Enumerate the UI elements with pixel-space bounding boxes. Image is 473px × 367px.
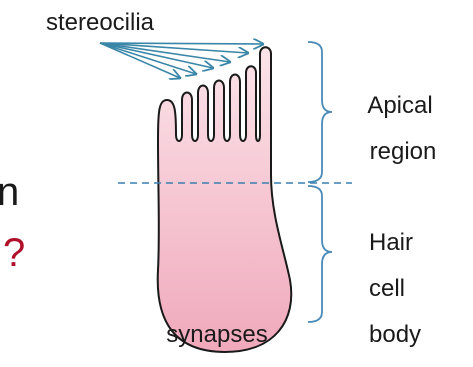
stereocilia-arrow-6 — [100, 43, 263, 44]
stereocilia-arrows — [100, 43, 263, 78]
body-label-line-1: Hair — [369, 229, 413, 256]
apical-label-line-2: region — [370, 138, 437, 165]
body-label-line-3: body — [369, 321, 421, 348]
stereocilia-arrow-4 — [100, 43, 230, 62]
partial-slide-text-n: n — [0, 170, 19, 214]
synapses-label: synapses — [166, 321, 267, 348]
cell-body-brace — [308, 186, 332, 322]
hair-cell-shape — [158, 47, 292, 352]
stereocilia-label: stereocilia — [46, 9, 155, 36]
apical-region-brace — [308, 42, 332, 182]
stereocilia-arrow-2 — [100, 43, 196, 74]
apical-label-line-1: Apical — [367, 92, 432, 119]
partial-slide-text-question-mark: ? — [3, 231, 25, 275]
body-label-line-2: cell — [369, 275, 405, 302]
